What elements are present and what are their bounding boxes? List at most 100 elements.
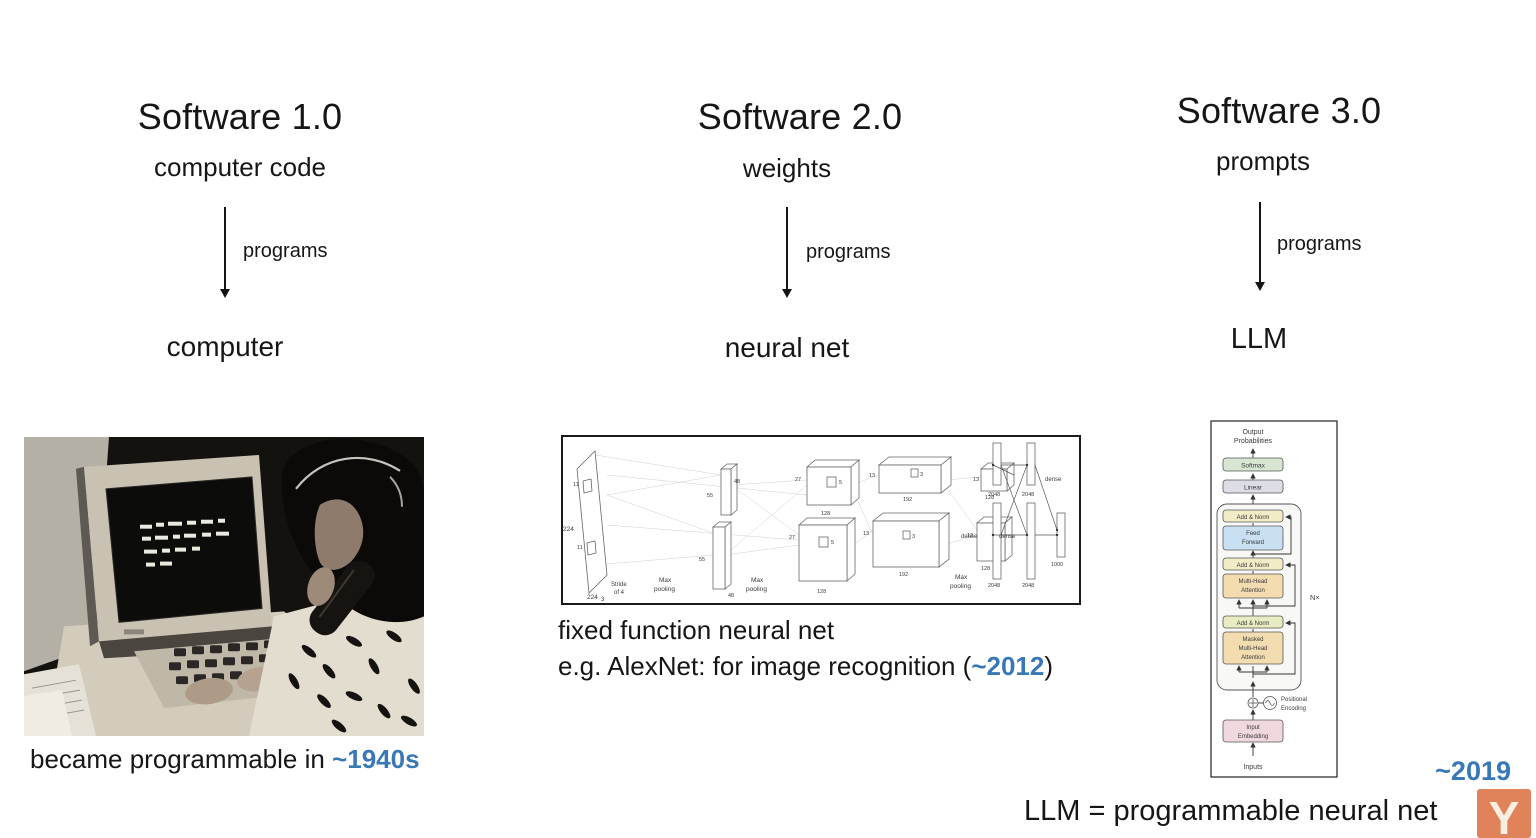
- label-dense-c: dense: [999, 534, 1016, 540]
- caption-col2-suffix: ): [1044, 651, 1054, 681]
- alexnet-diagram: 224 224 11 11 3 Stride of 4 55 55 48 48 …: [561, 435, 1081, 605]
- label-1000: 1000: [1051, 562, 1063, 568]
- transformer-nx: N×: [1310, 593, 1320, 602]
- label-55-b: 55: [699, 557, 705, 563]
- label-3-depth: 3: [601, 597, 605, 603]
- transformer-addnorm-2: Add & Norm: [1237, 563, 1270, 569]
- transformer-mha-2: Attention: [1241, 588, 1265, 594]
- label-224-bottom: 224: [587, 594, 598, 601]
- transformer-emb-2: Embedding: [1238, 734, 1268, 740]
- transformer-blocks: [1222, 457, 1284, 743]
- blouse-pattern: [288, 630, 420, 733]
- transformer-addnorm-1: Add & Norm: [1237, 515, 1270, 521]
- label-dense-a: dense: [1045, 477, 1062, 483]
- year-2019: ~2019: [1435, 756, 1511, 786]
- caption-col2-line2: e.g. AlexNet: for image recognition (~20…: [558, 651, 1053, 682]
- transformer-masked-3: Attention: [1241, 655, 1265, 661]
- label-48-b: 48: [728, 593, 734, 599]
- transformer-posenc-1: Positional: [1281, 697, 1307, 703]
- label-5-a: 5: [839, 480, 842, 486]
- yc-logo: Y: [1477, 789, 1531, 838]
- alexnet-connection-lines: [594, 454, 982, 566]
- input-label-col2: weights: [742, 153, 832, 183]
- transformer-ff-2: Forward: [1242, 540, 1264, 546]
- label-3-a: 3: [920, 472, 923, 478]
- transformer-output-2: Probabilities: [1234, 438, 1273, 445]
- caption-col1: became programmable in ~1940s: [30, 744, 420, 775]
- transformer-inputs: Inputs: [1243, 764, 1263, 771]
- transformer-softmax: Softmax: [1241, 463, 1266, 470]
- caption-col2-line1: fixed function neural net: [558, 615, 835, 645]
- label-stride-2: of 4: [614, 590, 625, 596]
- label-13-b: 13: [863, 531, 869, 537]
- label-maxpool1-a: Max: [659, 577, 672, 584]
- label-stride-1: Stride: [611, 582, 627, 588]
- label-11-b: 11: [577, 545, 583, 551]
- alexnet-dots: [991, 463, 1059, 537]
- label-128-d: 128: [981, 566, 990, 572]
- transformer-linear: Linear: [1244, 485, 1263, 492]
- output-label-col1: computer: [166, 331, 284, 362]
- yc-logo-letter: Y: [1488, 791, 1520, 838]
- label-192-b: 192: [899, 572, 908, 578]
- label-224-left: 224: [563, 526, 574, 533]
- label-128-a: 128: [821, 511, 830, 517]
- transformer-posenc-2: Encoding: [1281, 706, 1306, 712]
- input-label-col1: computer code: [154, 152, 326, 182]
- label-2048-d: 2048: [1022, 583, 1034, 589]
- caption-col1-year: ~1940s: [332, 744, 420, 774]
- arrow-label-col1: programs: [243, 240, 328, 262]
- output-label-col2: neural net: [724, 332, 850, 363]
- label-dense-b: dense: [961, 534, 978, 540]
- transformer-diagram: Output Probabilities Softmax Linear Add …: [1210, 420, 1338, 778]
- label-27-a: 27: [795, 477, 801, 483]
- screen-glyphs: [140, 518, 229, 567]
- label-128-c: 128: [985, 495, 994, 501]
- label-maxpool3-a: Max: [955, 574, 968, 581]
- label-maxpool3-b: pooling: [950, 583, 971, 590]
- label-2048-a: 2048: [988, 492, 1000, 498]
- label-3-b: 3: [912, 534, 915, 540]
- vintage-terminal-photo: [24, 437, 424, 736]
- alexnet-dense-links: [992, 464, 1058, 536]
- transformer-flow-lines: [1236, 448, 1296, 756]
- arrow-label-col2: programs: [806, 241, 891, 263]
- transformer-mha-1: Multi-Head: [1238, 579, 1267, 585]
- input-label-col3: prompts: [1216, 146, 1310, 176]
- label-27-b: 27: [789, 535, 795, 541]
- title-software-3: Software 3.0: [1176, 90, 1382, 131]
- label-11-a: 11: [573, 482, 579, 488]
- transformer-addnorm-3: Add & Norm: [1237, 621, 1270, 627]
- label-13-a: 13: [869, 473, 875, 479]
- label-128-b: 128: [817, 589, 826, 595]
- label-maxpool2-a: Max: [751, 577, 764, 584]
- caption-col2-year: ~2012: [971, 651, 1045, 681]
- down-arrow-col2: [782, 207, 792, 298]
- caption-col2-text: e.g. AlexNet: for image recognition (: [558, 651, 972, 681]
- arrow-label-col3: programs: [1277, 233, 1362, 255]
- label-maxpool2-b: pooling: [746, 586, 767, 593]
- alexnet-labels: 224 224 11 11 3 Stride of 4 55 55 48 48 …: [563, 472, 1063, 603]
- label-55-a: 55: [707, 493, 713, 499]
- caption-col1-text: became programmable in: [30, 744, 333, 774]
- transformer-output-1: Output: [1242, 429, 1263, 436]
- alexnet-layers: [576, 442, 1066, 594]
- label-maxpool1-b: pooling: [654, 586, 675, 593]
- title-software-2: Software 2.0: [697, 96, 903, 137]
- transformer-ff-1: Feed: [1246, 531, 1260, 537]
- label-5-b: 5: [831, 540, 834, 546]
- output-label-col3: LLM: [1230, 323, 1288, 355]
- label-48-a: 48: [734, 479, 740, 485]
- transformer-symbols: [1249, 699, 1275, 707]
- title-software-1: Software 1.0: [137, 96, 343, 137]
- transformer-masked-1: Masked: [1242, 637, 1263, 643]
- caption-col3: LLM = programmable neural net: [1024, 795, 1438, 827]
- telephone-handset: [309, 560, 375, 636]
- label-2048-c: 2048: [988, 583, 1000, 589]
- label-192-a: 192: [903, 497, 912, 503]
- label-13-d: 13: [967, 533, 973, 539]
- label-2048-b: 2048: [1022, 492, 1034, 498]
- down-arrow-col1: [220, 207, 230, 298]
- transformer-emb-1: Input: [1246, 725, 1260, 731]
